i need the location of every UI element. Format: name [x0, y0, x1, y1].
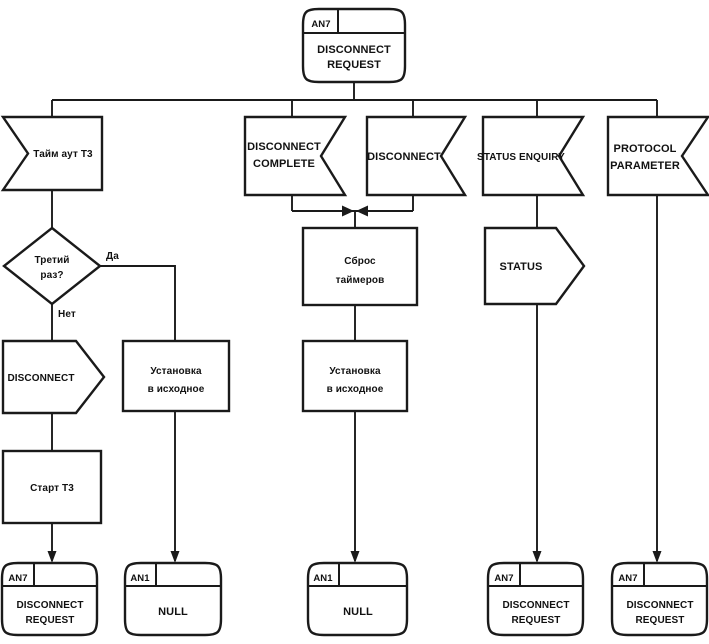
input-label-line2: COMPLETE [253, 158, 315, 170]
state-name-line2: REQUEST [635, 615, 684, 626]
input-status-enquiry: STATUS ENQUIRY [477, 115, 586, 197]
input-label: DISCONNECT [367, 151, 441, 163]
input-signal-symbol [0, 115, 104, 192]
task-label: Старт Т3 [30, 483, 74, 494]
state-name: NULL [158, 606, 188, 618]
output-status: STATUS [483, 226, 586, 306]
state-name-line2: REQUEST [25, 615, 74, 626]
task-label-line2: таймеров [336, 275, 385, 286]
task-box-symbol [121, 339, 231, 413]
task-label-line2: в исходное [327, 384, 384, 395]
decision-third-time: Третий раз? Да Нет [2, 226, 119, 320]
state-name-line1: DISCONNECT [16, 600, 83, 611]
state-symbol [486, 561, 585, 637]
wire-decision-yes [100, 265, 176, 341]
decision-label-line1: Третий [34, 255, 69, 266]
input-label: Тайм аут Т3 [33, 149, 93, 160]
state-name-line1: DISCONNECT [502, 600, 569, 611]
input-disconnect-complete: DISCONNECT COMPLETE [243, 115, 348, 197]
state-symbol [610, 561, 709, 637]
input-label-line2: PARAMETER [610, 160, 680, 172]
arrowhead-far-right-state [652, 551, 662, 563]
state-tab-label: AN7 [8, 573, 27, 584]
input-signal-symbol [243, 115, 348, 197]
input-timeout-t3: Тайм аут Т3 [0, 115, 104, 192]
state-tab-label: AN7 [618, 573, 637, 584]
state-name-line2: REQUEST [327, 59, 381, 71]
state-tab-label: AN7 [311, 19, 330, 30]
input-signal-symbol [481, 115, 586, 197]
output-signal-symbol [1, 339, 106, 415]
decision-diamond-symbol [2, 226, 102, 306]
task-reset-timers: Сброс таймеров [301, 226, 419, 307]
state-tab-label: AN1 [130, 573, 150, 584]
input-signal-symbol [606, 115, 709, 197]
state-end-null-middle: AN1 NULL [306, 561, 409, 637]
state-name-line2: REQUEST [511, 615, 560, 626]
arrowhead-right-state [532, 551, 542, 563]
state-name-line1: DISCONNECT [317, 44, 391, 56]
input-label-line1: PROTOCOL [614, 143, 677, 155]
task-reset-to-initial-left: Установка в исходное [121, 339, 231, 413]
task-box-symbol [1, 449, 103, 525]
input-disconnect: DISCONNECT [365, 115, 468, 197]
merge-arrow-right-icon [342, 205, 354, 217]
task-label-line1: Установка [329, 366, 381, 377]
output-signal-symbol [483, 226, 586, 306]
state-end-disconnect-request-right: AN7 DISCONNECT REQUEST [486, 561, 585, 637]
output-disconnect: DISCONNECT [1, 339, 106, 415]
decision-yes-label: Да [106, 251, 119, 262]
state-top-disconnect-request: AN7 DISCONNECT REQUEST [301, 7, 407, 84]
task-label-line2: в исходное [148, 384, 205, 395]
state-symbol [306, 561, 409, 637]
merge-arrow-left-icon [356, 205, 368, 217]
state-end-disconnect-request-far-right: AN7 DISCONNECT REQUEST [610, 561, 709, 637]
connector-lines [47, 81, 662, 563]
task-reset-to-initial-middle: Установка в исходное [301, 339, 409, 413]
state-tab-label: AN1 [313, 573, 333, 584]
task-label-line1: Установка [150, 366, 202, 377]
arrowhead-null-middle [350, 551, 360, 563]
task-box-symbol [301, 339, 409, 413]
state-symbol [123, 561, 223, 637]
state-tab-label: AN7 [494, 573, 513, 584]
input-signal-symbol [365, 115, 468, 197]
decision-no-label: Нет [58, 309, 76, 320]
input-protocol-parameter: PROTOCOL PARAMETER [606, 115, 709, 197]
state-name: NULL [343, 606, 373, 618]
arrowhead-left-state [47, 551, 57, 563]
arrowhead-null-left [170, 551, 180, 563]
input-label-line1: DISCONNECT [247, 141, 321, 153]
task-box-symbol [301, 226, 419, 307]
output-label: DISCONNECT [7, 373, 74, 384]
task-start-t3: Старт Т3 [1, 449, 103, 525]
state-symbol [0, 561, 99, 637]
task-label-line1: Сброс [344, 255, 376, 267]
state-symbol [301, 7, 407, 84]
state-end-disconnect-request-left: AN7 DISCONNECT REQUEST [0, 561, 99, 637]
input-label: STATUS ENQUIRY [477, 152, 565, 163]
output-label: STATUS [500, 261, 543, 273]
state-name-line1: DISCONNECT [626, 600, 693, 611]
decision-label-line2: раз? [40, 270, 63, 281]
state-end-null-left: AN1 NULL [123, 561, 223, 637]
